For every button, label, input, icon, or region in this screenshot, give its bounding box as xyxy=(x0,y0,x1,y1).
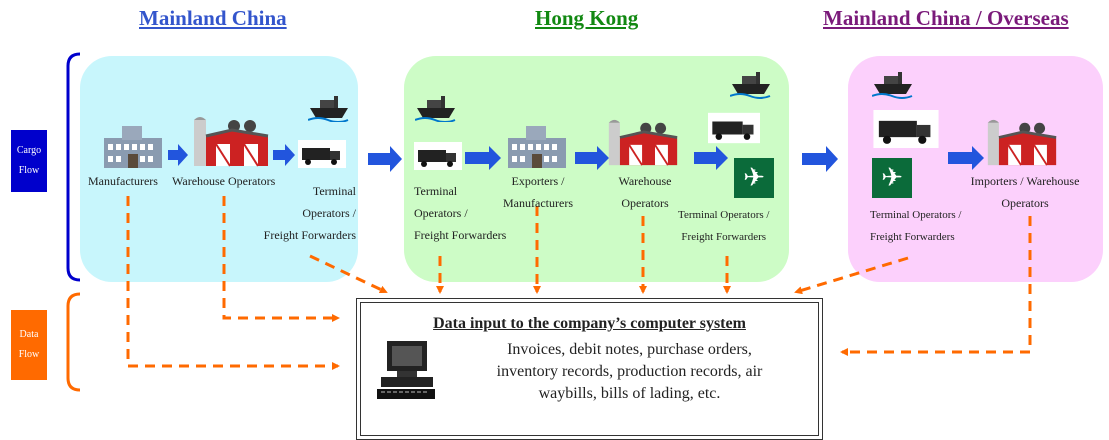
cargo-bracket xyxy=(66,52,81,282)
cargo-arrow-2 xyxy=(273,144,295,166)
ship-icon xyxy=(872,72,913,99)
mainland-panel xyxy=(80,56,358,282)
terminal-hk-line2: Operators / xyxy=(414,206,468,220)
ship-icon xyxy=(730,72,771,99)
data-flow-line2: Flow xyxy=(18,349,40,360)
region-title-overseas: Mainland China / Overseas xyxy=(823,6,1069,30)
warehouse-operators-text: Warehouse Operators xyxy=(172,174,276,188)
cargo-arrow-3 xyxy=(368,146,402,172)
computer-icon xyxy=(377,341,435,399)
airplane-icon: ✈ xyxy=(734,158,774,198)
cargo-arrow-6 xyxy=(694,146,728,170)
data-flow-importers xyxy=(840,216,1032,356)
region-title-mainland: Mainland China xyxy=(139,6,287,30)
cargo-flow-line2: Flow xyxy=(18,165,40,176)
label-hk-warehouse: Warehouse Operators xyxy=(608,170,682,214)
warehouse-icon xyxy=(608,119,678,166)
terminal-hk-line3: Freight Forwarders xyxy=(414,228,507,242)
data-flow-warehouse xyxy=(222,196,340,322)
cargo-flow-line1: Cargo xyxy=(16,145,42,156)
terminal-mainland-line1: Terminal xyxy=(312,184,356,198)
data-input-line2: inventory records, production records, a… xyxy=(496,363,763,380)
manufacturers-text: Manufacturers xyxy=(88,174,158,188)
data-flow-terminal1 xyxy=(309,254,388,294)
cargo-arrow-8 xyxy=(948,146,984,170)
cargo-arrows xyxy=(168,144,984,172)
cargo-arrow-7 xyxy=(802,146,838,172)
truck-icon xyxy=(873,110,939,148)
exporters-line2: Manufacturers xyxy=(503,196,573,210)
ov-terminal-line1: Terminal Operators / xyxy=(870,209,962,221)
label-manufacturers: Manufacturers xyxy=(88,170,158,192)
data-input-line1: Invoices, debit notes, purchase orders, xyxy=(507,341,752,358)
data-flow-line1: Data xyxy=(19,329,39,340)
label-warehouse-operators: Warehouse Operators xyxy=(172,170,275,192)
hk-terminal-line1: Terminal Operators / xyxy=(678,209,770,221)
label-exporters: Exporters / Manufacturers xyxy=(498,170,578,214)
hongkong-panel xyxy=(404,56,789,282)
data-input-box: Data input to the company’s computer sys… xyxy=(356,298,823,440)
label-terminal-mainland: Terminal Operators / Freight Forwarders xyxy=(246,180,356,246)
hk-warehouse-line2: Operators xyxy=(621,196,669,210)
cargo-arrow-4 xyxy=(465,146,501,170)
importers-line1: Importers / Warehouse xyxy=(970,174,1080,188)
airplane-icon: ✈ xyxy=(872,158,912,198)
exporters-line1: Exporters / xyxy=(511,174,565,188)
region-title-hongkong: Hong Kong xyxy=(535,6,639,30)
importers-line2: Operators xyxy=(1001,196,1049,210)
cargo-flow-label: Cargo Flow xyxy=(11,130,47,192)
data-input-body: Invoices, debit notes, purchase orders, … xyxy=(457,339,802,405)
data-flow-manufacturers xyxy=(126,196,340,370)
hk-warehouse-line1: Warehouse xyxy=(618,174,672,188)
factory-icon xyxy=(104,126,162,168)
ship-icon xyxy=(415,96,456,122)
warehouse-icon xyxy=(194,117,269,167)
factory-icon xyxy=(508,126,566,168)
terminal-hk-line1: Terminal xyxy=(414,184,458,198)
truck-icon xyxy=(414,142,462,170)
data-input-title: Data input to the company’s computer sys… xyxy=(433,315,746,332)
cargo-arrow-5 xyxy=(575,146,609,170)
data-bracket xyxy=(66,292,81,392)
warehouse-icon xyxy=(987,119,1057,166)
data-flow-ov-terminal xyxy=(794,256,909,295)
label-importers: Importers / Warehouse Operators xyxy=(960,170,1090,214)
label-ov-terminal: Terminal Operators / Freight Forwarders xyxy=(870,204,961,248)
label-terminal-hk: Terminal Operators / Freight Forwarders xyxy=(414,180,506,246)
truck-icon xyxy=(298,140,346,168)
hk-terminal-line2: Freight Forwarders xyxy=(681,231,767,243)
data-input-line3: waybills, bills of lading, etc. xyxy=(538,385,721,402)
flow-diagram xyxy=(66,52,1032,392)
label-hk-terminal: Terminal Operators / Freight Forwarders xyxy=(678,204,769,248)
ov-terminal-line2: Freight Forwarders xyxy=(870,231,955,243)
terminal-mainland-line2: Operators / xyxy=(302,206,356,220)
ship-icon xyxy=(308,96,349,122)
terminal-mainland-line3: Freight Forwarders xyxy=(263,228,356,242)
truck-icon xyxy=(708,112,760,144)
data-flow-label: Data Flow xyxy=(11,310,47,380)
cargo-arrow-1 xyxy=(168,144,188,166)
